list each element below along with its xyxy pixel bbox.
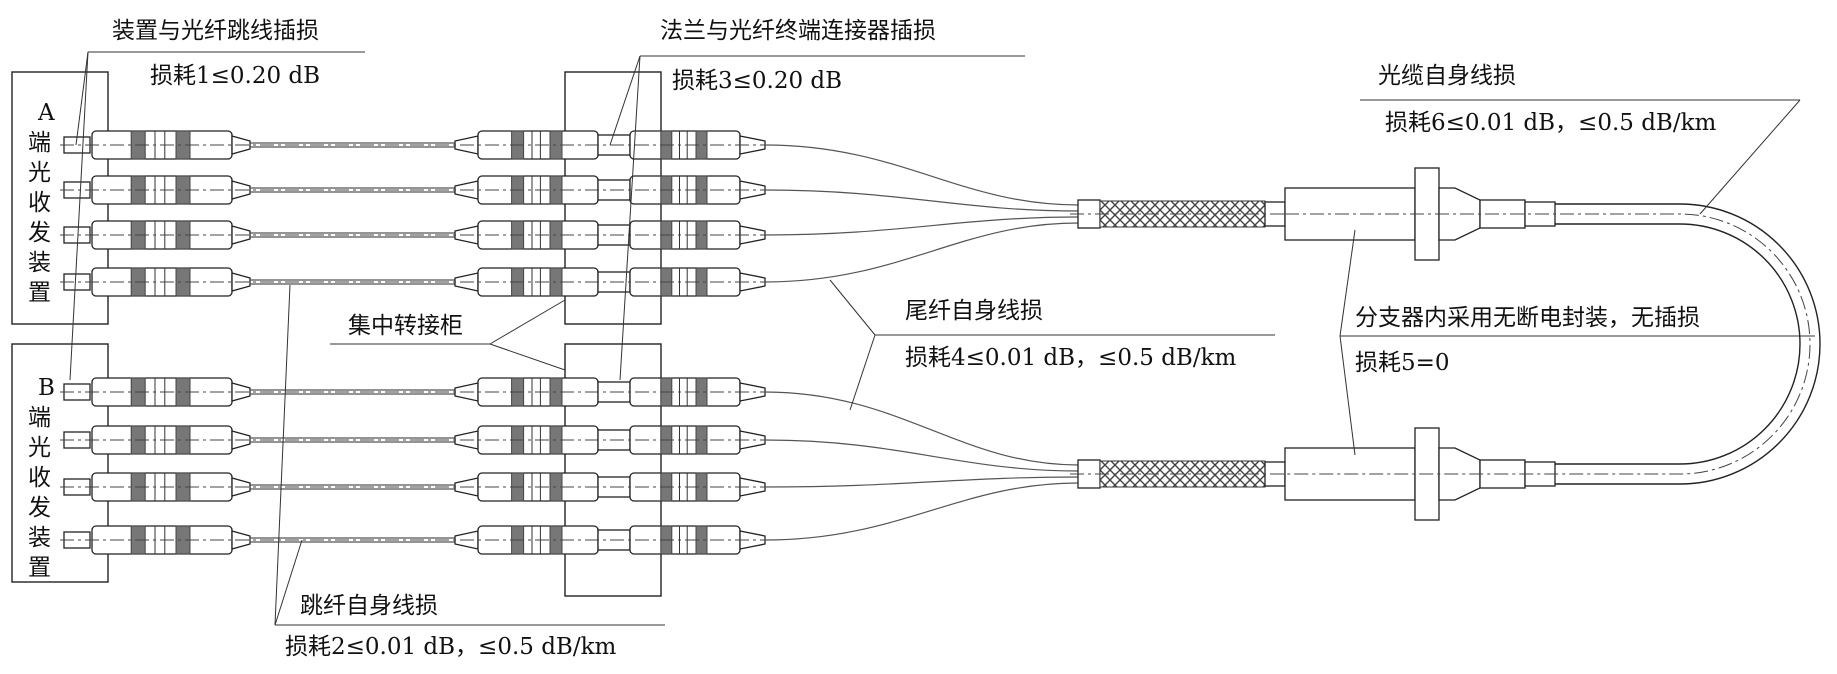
loss4-label: 损耗4≤0.01 dB，≤0.5 dB/km [905, 345, 1237, 371]
pigtail-fiber-2 [764, 189, 1079, 212]
jumper-self-loss-title: 跳纤自身线损 [300, 593, 438, 619]
cable-self-loss-title: 光缆自身线损 [1378, 63, 1516, 89]
device-jumper-loss-title: 装置与光纤跳线插损 [112, 18, 319, 44]
pigtail-self-loss-title: 尾纤自身线损 [905, 298, 1043, 324]
pigtail-fiber-6 [764, 439, 1079, 472]
svg-text:发: 发 [28, 495, 51, 521]
pigtail-fiber-3 [764, 216, 1079, 236]
svg-text:光: 光 [28, 435, 51, 461]
svg-text:光: 光 [28, 160, 51, 186]
svg-text:装: 装 [28, 525, 51, 551]
loss5-label: 损耗5=0 [1355, 350, 1450, 376]
svg-text:置: 置 [28, 280, 51, 306]
svg-text:置: 置 [28, 555, 51, 581]
fiber-channels [60, 130, 766, 555]
splitter-title: 分支器内采用无断电封装，无插损 [1355, 305, 1700, 331]
pigtail-fanout [764, 144, 1079, 541]
leader-lines [69, 51, 1801, 626]
pigtail-fiber-8 [764, 482, 1079, 541]
svg-text:B: B [38, 375, 55, 401]
loss6-label: 损耗6≤0.01 dB，≤0.5 dB/km [1385, 110, 1717, 136]
pigtail-fiber-1 [764, 144, 1079, 206]
loss3-label: 损耗3≤0.20 dB [672, 68, 842, 94]
svg-text:端: 端 [28, 405, 51, 431]
pigtail-fiber-5 [764, 391, 1079, 466]
svg-text:收: 收 [28, 190, 51, 216]
device-a-label: A 端 光 收 发 装 置 [28, 100, 55, 306]
device-b-box [11, 343, 109, 583]
cabinet-bottom-box [564, 343, 662, 597]
pigtail-fiber-7 [764, 476, 1079, 488]
pigtail-fiber-4 [764, 222, 1079, 283]
loss1-label: 损耗1≤0.20 dB [150, 63, 320, 89]
svg-text:发: 发 [28, 220, 51, 246]
svg-text:收: 收 [28, 465, 51, 491]
device-b-label: B 端 光 收 发 装 置 [28, 375, 55, 581]
patch-cabinet-label: 集中转接柜 [348, 313, 463, 339]
loss2-label: 损耗2≤0.01 dB，≤0.5 dB/km [285, 634, 617, 660]
svg-text:装: 装 [28, 250, 51, 276]
svg-text:A: A [37, 100, 55, 126]
flange-connector-loss-title: 法兰与光纤终端连接器插损 [660, 18, 936, 44]
main-optical-cable [1285, 203, 1821, 485]
svg-text:端: 端 [28, 130, 51, 156]
